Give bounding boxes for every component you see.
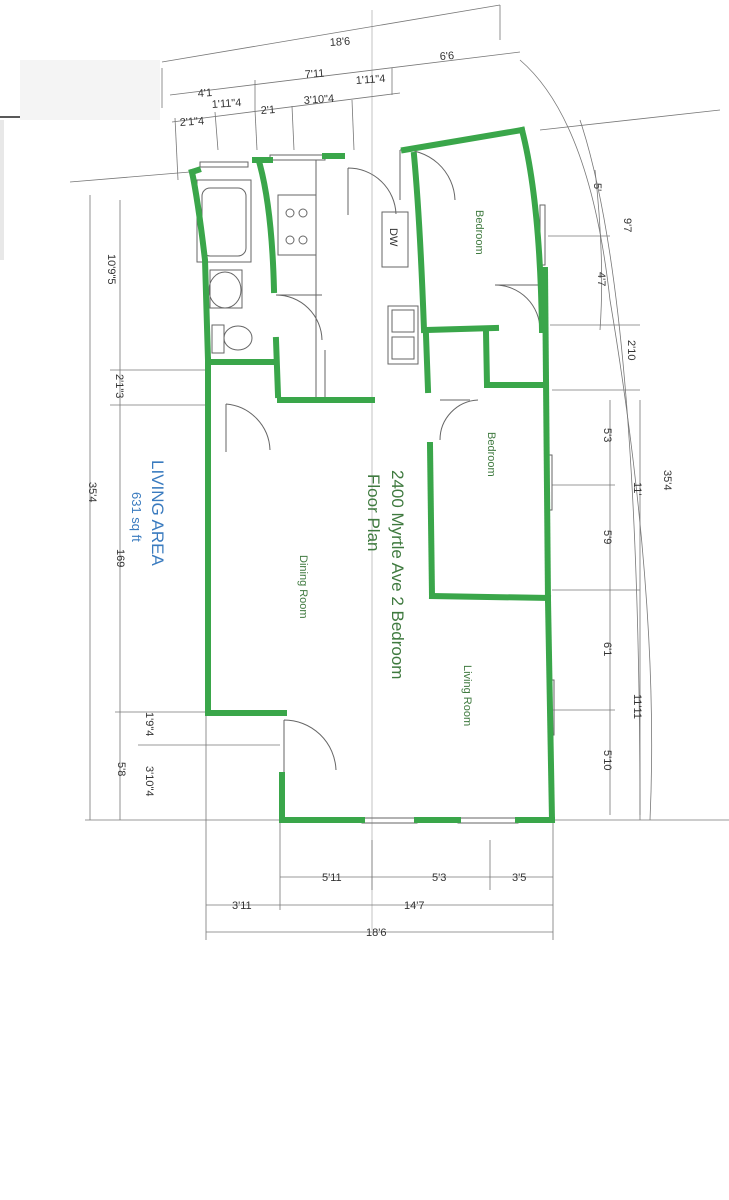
dim-right-lower-b: 5'10	[601, 750, 613, 770]
dim-left-total: 35'4	[86, 482, 98, 502]
dim-top-mid-seg: 7'11	[304, 68, 324, 81]
door-bedroom-top-1	[399, 149, 456, 201]
room-label-bedroom-top: Bedroom	[473, 210, 485, 255]
wall-bedroom2-left	[426, 441, 436, 600]
dim-bottom-right: 14'7	[404, 900, 424, 912]
right-dimensions: 5' 9'7 4'7 2'10 5'3 11' 35'4 5'9 6'1 11'…	[519, 59, 729, 821]
scan-shade	[20, 60, 160, 120]
wall-bath-partition	[256, 161, 278, 294]
wall-right-lower	[544, 596, 556, 824]
scan-mark-left	[0, 120, 4, 260]
wall-top-right	[400, 126, 526, 154]
living-area-code: 169	[114, 549, 126, 567]
dim-left-bottom-a: 1'9"4	[143, 712, 155, 736]
dim-top-e: 1'11"4	[355, 73, 385, 87]
dim-right-upper: 9'7	[621, 218, 633, 232]
wall-right-upper	[518, 126, 546, 334]
living-area-heading: LIVING AREA	[148, 460, 167, 566]
wall-bedroom-left	[410, 151, 428, 334]
wall-right-mid	[541, 266, 552, 604]
walls	[188, 126, 556, 824]
door-entry-top	[347, 167, 397, 215]
dim-top-d: 3'10"4	[303, 93, 334, 107]
door-hall	[225, 403, 271, 452]
wall-closet-v	[482, 328, 491, 389]
dim-top-b: 1'11"4	[211, 97, 241, 111]
dim-right-lower-a: 6'1	[601, 642, 613, 656]
dim-top-right-seg: 6'6	[439, 50, 454, 63]
dishwasher	[381, 211, 409, 268]
plan-title-line2: Floor Plan	[364, 474, 383, 551]
dim-bottom-left: 3'11	[232, 900, 252, 912]
window-bottom-b	[457, 817, 519, 824]
dim-right-mid-b: 5'9	[601, 530, 613, 544]
bottom-dimensions: 5'11 5'3 3'5 3'11 14'7 18'6	[205, 715, 554, 940]
room-label-living: Living Room	[461, 665, 473, 726]
dim-right-upper-a: 5'	[591, 183, 603, 191]
dim-bottom-total: 18'6	[366, 927, 386, 939]
dim-left-bottom-outer: 5'8	[115, 762, 127, 776]
wall-closet-left	[422, 331, 432, 394]
dim-top-a: 2'1"4	[179, 115, 204, 129]
dim-top-left-seg: 4'1	[197, 87, 212, 100]
doors	[225, 149, 541, 772]
door-bedroom-top-2	[494, 284, 541, 331]
living-area-sqft: 631 sq ft	[129, 492, 144, 542]
dim-left-bottom-b: 3'10"4	[143, 766, 155, 796]
dim-bottom-a: 5'11	[322, 872, 342, 884]
bathtub	[196, 179, 252, 263]
living-area-note: LIVING AREA 631 sq ft 169	[114, 460, 167, 567]
dim-right-total: 35'4	[661, 470, 673, 490]
wall-top-left	[188, 166, 202, 176]
wall-bath-lower	[272, 336, 282, 399]
dim-right-lower: 11'11	[631, 694, 643, 719]
dim-right-gap: 2'10	[625, 340, 637, 360]
toilet	[223, 325, 253, 351]
left-dimensions: 10'9"5 2'1"3 35'4 1'9"4 5'8 3'10"4	[69, 171, 280, 821]
window-bottom-a	[361, 817, 418, 824]
stove	[277, 194, 317, 256]
room-label-bedroom-mid: Bedroom	[485, 432, 497, 477]
window-top-kitchen	[269, 154, 326, 161]
wall-left-upper	[188, 168, 212, 364]
room-label-dining: Dining Room	[297, 555, 309, 619]
dim-right-mid-a: 5'3	[601, 428, 613, 442]
dim-bottom-c: 3'5	[512, 872, 526, 884]
door-front	[283, 719, 337, 772]
dim-top-total: 18'6	[329, 36, 350, 49]
top-dimensions: 18'6 4'1 7'11 6'6 2'1"4 1'11"4 2'1 3'10"…	[161, 4, 521, 181]
door-bedroom-mid	[439, 399, 479, 441]
door-bath	[275, 294, 323, 341]
labels: Bedroom Bedroom Dining Room Living Room …	[297, 210, 497, 726]
dim-top-c: 2'1	[260, 104, 275, 117]
kitchen-sink	[387, 305, 419, 365]
dim-right-mid: 11'	[631, 482, 643, 496]
dim-right-upper-b: 4'7	[595, 272, 607, 286]
window-top-bath	[199, 161, 249, 168]
dim-left-upper: 10'9"5	[105, 254, 117, 284]
dim-bottom-b: 5'3	[432, 872, 446, 884]
bath-sink	[208, 271, 242, 309]
wall-bedroom-divider	[422, 324, 500, 334]
dim-left-small: 2'1"3	[113, 374, 125, 398]
dishwasher-label: DW	[387, 228, 399, 247]
wall-bedroom2-bottom	[428, 592, 552, 602]
plan-title-line1: 2400 Myrtle Ave 2 Bedroom	[388, 470, 407, 679]
